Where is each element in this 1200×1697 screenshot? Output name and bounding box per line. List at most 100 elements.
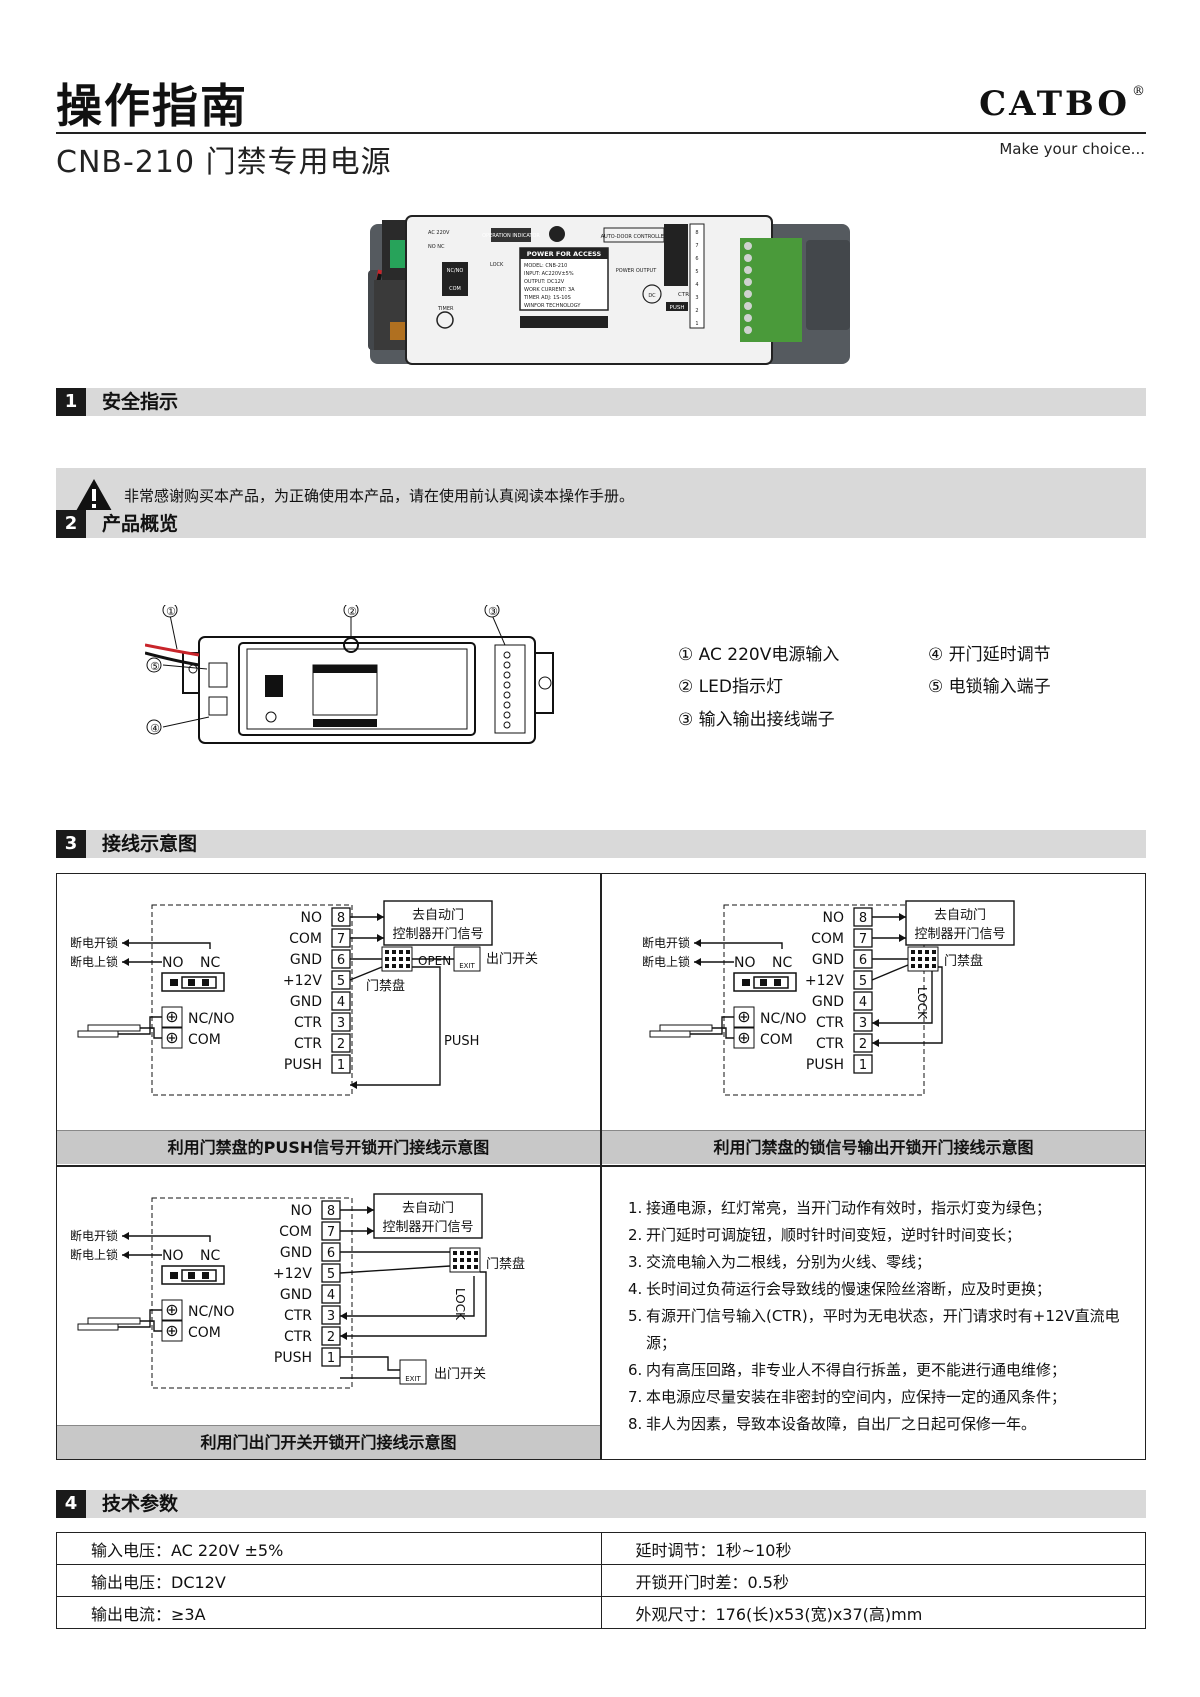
brand-name: CATBO	[979, 84, 1130, 124]
keypad-key	[399, 964, 403, 968]
callout-5: ⑤	[150, 660, 160, 673]
keypad-key	[925, 950, 929, 954]
arrow-head	[872, 1019, 879, 1027]
terminal-label: +12V	[283, 973, 323, 989]
lock-ncno-label: NC/NO	[188, 1304, 234, 1320]
wire	[122, 1235, 211, 1242]
keypad-key	[474, 1258, 478, 1262]
spec-cell: 输出电流：≥3A	[56, 1596, 602, 1629]
keypad-key	[385, 957, 389, 961]
keypad-key	[911, 957, 915, 961]
label-maker: WINFOR TECHNOLOGY	[524, 303, 581, 309]
power-unit-outline	[151, 1197, 353, 1389]
power-unit-outline	[723, 904, 925, 1096]
note-item: 3.交流电输入为二根线，分别为火线、零线；	[628, 1249, 1138, 1276]
jumper-no-label: NO	[162, 1248, 184, 1264]
label-ctr: CTR	[678, 292, 689, 298]
terminal-label: CTR	[816, 1036, 844, 1052]
terminal-number: 4	[337, 995, 345, 1010]
keypad-key	[392, 957, 396, 961]
note-item: 5.有源开门信号输入(CTR)，平时为无电状态，开门请求时有+12V直流电源；	[628, 1303, 1138, 1357]
wire	[122, 942, 211, 949]
label-model: MODEL: CNB-210	[524, 263, 567, 269]
arrow-head	[694, 958, 701, 966]
keypad-key	[918, 964, 922, 968]
terminal-number: 3	[859, 1016, 867, 1031]
terminal-number: 6	[337, 953, 345, 968]
registered-mark: ®	[1132, 84, 1148, 99]
brand-logo: CATBO®	[979, 84, 1148, 124]
lock-label: LOCK	[915, 987, 929, 1020]
terminal-number: 1	[327, 1351, 335, 1366]
screw-icon: ⊕	[165, 1028, 178, 1047]
section-number: 1	[56, 388, 86, 416]
wiring-caption-exit-switch: 利用门出门开关开锁开门接线示意图	[57, 1425, 600, 1459]
note-text: 接通电源，红灯常亮，当开门动作有效时，指示灯变为绿色；	[646, 1199, 1052, 1217]
wire	[140, 1320, 162, 1332]
note-number: 4.	[628, 1280, 643, 1298]
note-number: 8.	[628, 1415, 643, 1433]
label-timer-adj: TIMER ADJ: 1S-10S	[523, 295, 571, 301]
callout-1: ①	[166, 605, 176, 618]
spec-cell: 外观尺寸：176(长)x53(宽)x37(高)mm	[600, 1596, 1146, 1629]
terminal-number: 6	[327, 1246, 335, 1261]
push-label: PUSH	[444, 1034, 479, 1049]
note-item: 2.开门延时可调旋钮，顺时针时间变短，逆时针时间变长；	[628, 1222, 1138, 1249]
auto-door-label: 控制器开门信号	[914, 927, 1005, 942]
overview-led	[343, 637, 359, 653]
auto-door-box	[383, 900, 493, 946]
auto-door-box	[373, 1193, 483, 1239]
jumper-nc-label: NC	[772, 955, 792, 971]
power-off-unlock-label: 断电开锁	[70, 1228, 118, 1243]
auto-door-label: 控制器开门信号	[382, 1220, 473, 1235]
terminal-label: +12V	[273, 1266, 313, 1282]
jumper-pin	[760, 979, 767, 986]
lock-ncno-label: NC/NO	[188, 1011, 234, 1027]
wiring-caption-push: 利用门禁盘的PUSH信号开锁开门接线示意图	[57, 1130, 600, 1164]
wire	[872, 966, 943, 1044]
terminal-box	[331, 1054, 351, 1074]
label-work-current: WORK CURRENT: 3A	[524, 287, 575, 293]
arrow-head	[367, 1227, 374, 1235]
note-text: 开门延时可调旋钮，顺时针时间变短，逆时针时间变长；	[646, 1226, 1022, 1244]
callout-3: ③	[488, 605, 498, 618]
power-off-lock-label: 断电上锁	[70, 1247, 118, 1262]
label-nc-no: NC/NO	[447, 268, 464, 274]
table-row: 输出电流：≥3A 外观尺寸：176(长)x53(宽)x37(高)mm	[56, 1596, 1146, 1629]
note-number: 3.	[628, 1253, 643, 1271]
callout-4: ④	[150, 722, 160, 735]
section-title: 安全指示	[102, 391, 179, 413]
terminal-label: COM	[289, 931, 322, 947]
label-timer: TIMER	[437, 306, 454, 312]
wire	[690, 1016, 734, 1035]
note-text: 非人为因素，导致本设备故障，自出厂之日起可保修一年。	[646, 1415, 1037, 1433]
jumper-cap	[181, 976, 217, 989]
wire	[340, 1271, 487, 1337]
power-unit-outline	[151, 904, 353, 1096]
terminal-number: 8	[327, 1204, 335, 1219]
note-text: 内有高压回路，非专业人不得自行拆盖，更不能进行通电维修；	[646, 1361, 1067, 1379]
keypad-key	[460, 1265, 464, 1269]
arrow-head	[872, 1039, 879, 1047]
keypad-key	[406, 950, 410, 954]
auto-door-label: 去自动门	[934, 908, 986, 923]
arrow-head	[367, 1206, 374, 1214]
terminal-label: GND	[280, 1287, 312, 1303]
jumper-nc-label: NC	[200, 1248, 220, 1264]
arrow-head	[377, 913, 384, 921]
keypad-key	[453, 1258, 457, 1262]
section-title: 技术参数	[102, 1493, 179, 1515]
page-title: 操作指南	[56, 79, 248, 133]
note-number: 5.	[628, 1307, 643, 1325]
jumper-pin	[774, 979, 781, 986]
keypad-key	[392, 964, 396, 968]
power-off-lock-label: 断电上锁	[642, 954, 690, 969]
screw-icon: ⊕	[165, 1007, 178, 1026]
title-rule	[56, 132, 1146, 134]
section-overview: 2 产品概览	[56, 510, 1146, 538]
lock-com-label: COM	[188, 1325, 221, 1341]
note-item: 7.本电源应尽量安装在非密封的空间内，应保持一定的通风条件；	[628, 1384, 1138, 1411]
brand-tagline: Make your choice...	[999, 140, 1145, 158]
label-power-output: POWER OUTPUT	[616, 268, 657, 274]
